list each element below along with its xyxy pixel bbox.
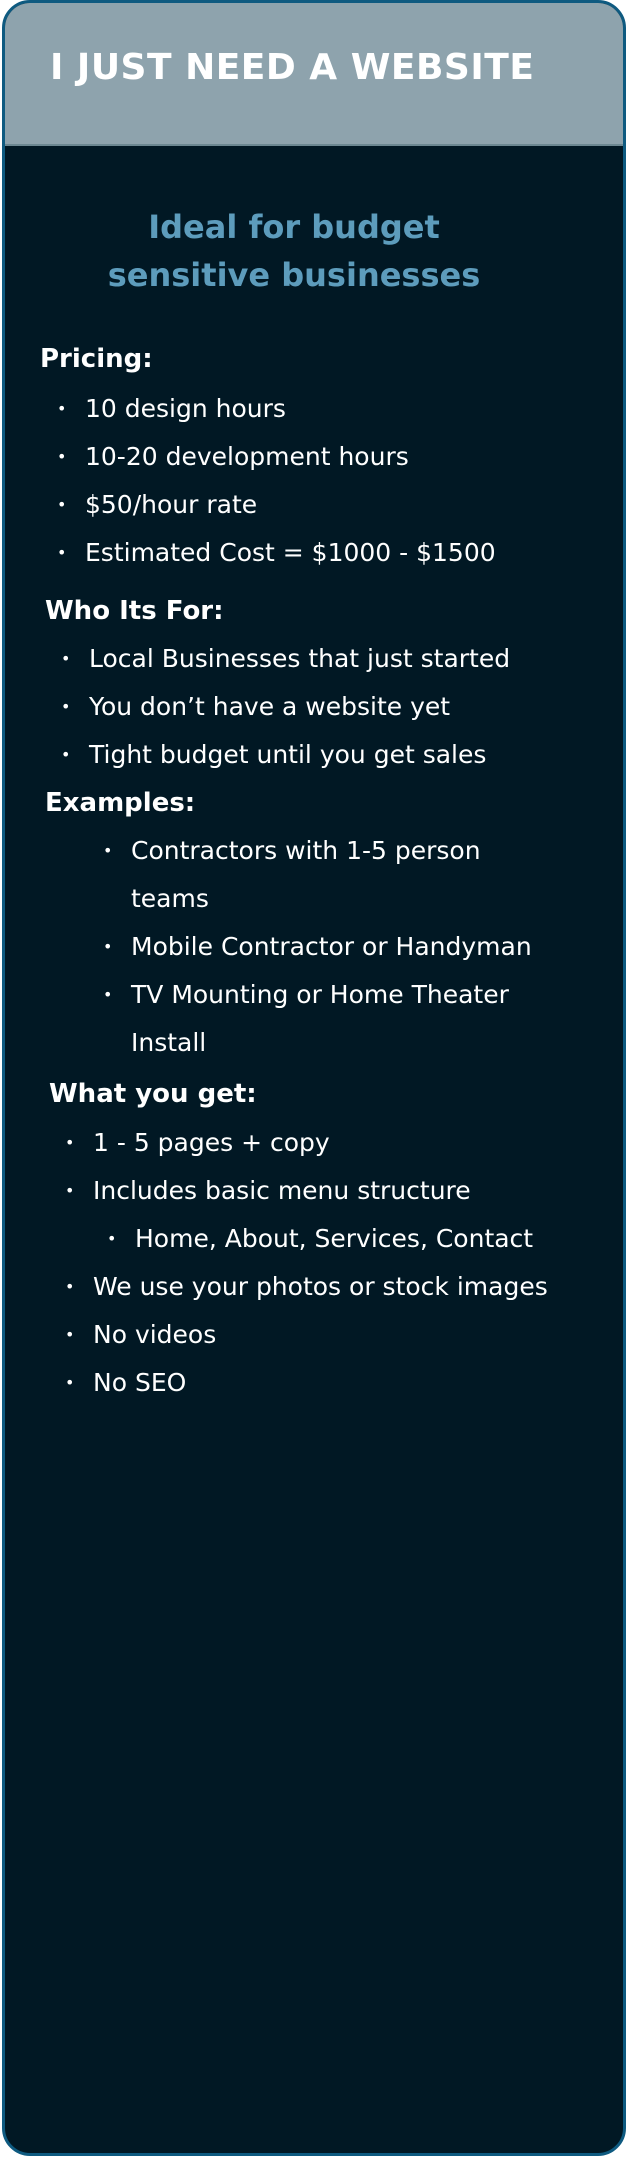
tagline-line-2: sensitive businesses [107,256,481,294]
bullet-icon: • [103,841,113,860]
list-item-sub: •Home, About, Services, Contact [107,1215,548,1263]
list-item: •10 design hours [57,385,496,433]
who-heading: Who Its For: [45,596,224,626]
list-item: •$50/hour rate [57,481,496,529]
bullet-icon: • [61,745,71,764]
examples-list: •Contractors with 1-5 person teams •Mobi… [103,827,581,1067]
list-item: •Includes basic menu structure [65,1167,548,1215]
what-list: •1 - 5 pages + copy •Includes basic menu… [65,1119,548,1407]
what-heading: What you get: [49,1079,257,1109]
bullet-icon: • [57,399,67,418]
bullet-icon: • [57,543,67,562]
pricing-list: •10 design hours •10-20 development hour… [57,385,496,577]
bullet-icon: • [103,937,113,956]
tagline-line-1: Ideal for budget [148,208,440,246]
list-item: •No SEO [65,1359,548,1407]
list-item: •10-20 development hours [57,433,496,481]
tagline: Ideal for budget sensitive businesses [5,203,583,299]
list-item: •Tight budget until you get sales [61,731,510,779]
bullet-icon: • [61,649,71,668]
list-item: •TV Mounting or Home Theater Install [103,971,581,1067]
bullet-icon: • [65,1277,75,1296]
bullet-icon: • [65,1181,75,1200]
bullet-icon: • [103,985,113,1004]
bullet-icon: • [61,697,71,716]
pricing-heading: Pricing: [40,344,153,374]
examples-heading: Examples: [45,788,196,818]
list-item: •1 - 5 pages + copy [65,1119,548,1167]
list-item: •We use your photos or stock images [65,1263,548,1311]
list-item: •Mobile Contractor or Handyman [103,923,581,971]
bullet-icon: • [65,1133,75,1152]
who-list: •Local Businesses that just started •You… [61,635,510,779]
bullet-icon: • [57,447,67,466]
bullet-icon: • [107,1229,117,1248]
list-item: •Estimated Cost = $1000 - $1500 [57,529,496,577]
list-item: •You don’t have a website yet [61,683,510,731]
card-title: I JUST NEED A WEBSITE [50,47,535,88]
bullet-icon: • [65,1325,75,1344]
list-item: •No videos [65,1311,548,1359]
card-header: I JUST NEED A WEBSITE [5,3,623,146]
bullet-icon: • [65,1373,75,1392]
list-item: •Contractors with 1-5 person teams [103,827,581,923]
list-item: •Local Businesses that just started [61,635,510,683]
bullet-icon: • [57,495,67,514]
